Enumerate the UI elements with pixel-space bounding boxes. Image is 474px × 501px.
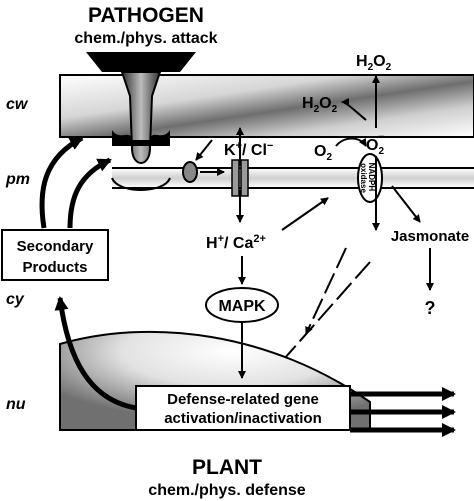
label-k-cl: K+/ Cl− xyxy=(224,140,273,159)
papilla xyxy=(112,130,170,146)
pathogen-subtitle: chem./phys. attack xyxy=(74,30,217,47)
secondary-line2: Products xyxy=(22,259,87,276)
penetrating-hypha xyxy=(120,71,162,164)
dashed-arrow-1 xyxy=(305,247,347,335)
arrow-gene-secondary xyxy=(54,296,137,411)
pathogen-appressorium xyxy=(86,52,196,72)
pathogen-title: PATHOGEN xyxy=(88,4,204,27)
label-h2o2-top: H2O2 xyxy=(356,53,392,73)
secondary-products-box xyxy=(1,229,109,281)
plant-subtitle: chem./phys. defense xyxy=(148,482,305,499)
arrow-radical-h2o2-left xyxy=(341,98,367,121)
nadph-label: NADPH oxidase xyxy=(359,163,376,194)
arrow-elicitor-receptor xyxy=(195,139,213,161)
cell-wall xyxy=(59,74,474,138)
plasma-membrane xyxy=(112,168,474,188)
dashed-arrow-2 xyxy=(275,261,371,369)
ion-channel xyxy=(231,159,249,197)
label-pm: pm xyxy=(5,171,30,188)
label-jasmonate: Jasmonate xyxy=(391,228,469,245)
label-h2o2-left: H2O2 xyxy=(302,95,338,115)
label-cy: cy xyxy=(6,291,25,308)
label-h-ca: H+/ Ca2+ xyxy=(206,233,266,252)
arrow-to-jasmonate xyxy=(391,185,421,223)
defense-line1: Defense-related gene xyxy=(167,391,319,408)
label-question: ? xyxy=(425,298,436,318)
arrow-secondary-cellwall xyxy=(39,135,84,229)
arrow-o2-to-radical xyxy=(335,137,367,147)
plant-title: PLANT xyxy=(192,456,262,479)
mapk-label: MAPK xyxy=(218,298,266,315)
defense-line2: activation/inactivation xyxy=(164,410,322,427)
membrane-invagination xyxy=(111,177,171,191)
label-o2-radical: O2− xyxy=(366,131,384,157)
label-cw: cw xyxy=(6,96,29,113)
secondary-line1: Secondary xyxy=(17,238,94,255)
defense-gene-box xyxy=(135,385,351,431)
label-nu: nu xyxy=(6,396,26,413)
arrow-secondary-membrane xyxy=(67,157,112,229)
receptor xyxy=(182,161,198,183)
arrow-hca-nadph xyxy=(281,197,329,231)
label-o2: O2 xyxy=(314,143,332,163)
